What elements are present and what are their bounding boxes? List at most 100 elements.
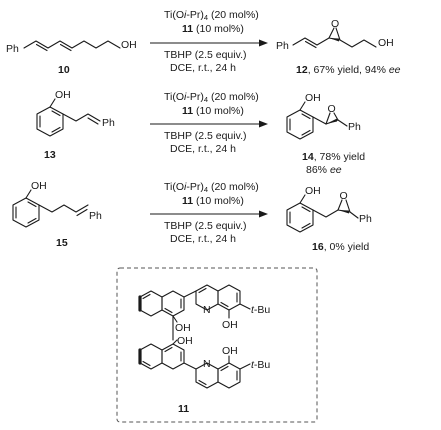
substrate-10-double-bond-2 [59, 43, 72, 52]
product-16-ring-db2 [301, 222, 311, 229]
ligand-11-structure: OH OH N OH t-Bu N OH t- [116, 267, 318, 423]
quinoline-bottom-db1 [198, 379, 207, 386]
oxidant-text-2: TBHP (2.5 equiv.) [164, 130, 246, 142]
quinoline-top-tbu: t-Bu [251, 304, 270, 316]
compound-label-10: 10 [58, 64, 70, 76]
substrate-13-oh-bond [49, 98, 56, 108]
product-16-ph-bond [349, 211, 359, 219]
product-16-epoxide-co1 [337, 199, 343, 211]
naphthol-top-oh: OH [175, 322, 191, 334]
reaction-2: OH Ph 13 Ti(Oi-Pr)4 (20 mol%) 11 (10 mol… [36, 89, 365, 176]
product-16-epoxide-o: O [340, 190, 348, 202]
substrate-15-benzene-ring [12, 197, 40, 228]
naphthalene-top-ring-b [161, 290, 185, 317]
product-12-ph: Ph [276, 40, 289, 52]
reaction-arrowhead-3 [259, 210, 268, 218]
product-14-epoxide-cc [325, 119, 339, 125]
compound-label-15: 15 [56, 237, 68, 249]
naphthalene-top-db1 [142, 293, 151, 300]
substrate-15-chain [38, 204, 89, 213]
naphthyl-quinoline-bond-bottom [183, 362, 197, 370]
reaction-3: OH Ph 15 Ti(Oi-Pr)4 (20 mol%) 11 (10 mol… [12, 180, 372, 253]
product-12-result: 12, 67% yield, 94% ee [296, 64, 401, 76]
substrate-15-double-bond [76, 208, 88, 217]
product-12-epoxide-co1 [328, 27, 335, 39]
product-12-tail [339, 39, 377, 48]
product-14-ring-db3 [301, 113, 311, 120]
substrate-10-ph: Ph [6, 43, 19, 55]
product-16-epoxide-co2 [345, 199, 351, 213]
solvent-text-2: DCE, r.t., 24 h [170, 143, 236, 155]
quinoline-top-n: N [203, 304, 211, 316]
product-14-ph: Ph [348, 121, 361, 133]
ligand-dashed-box [116, 267, 318, 423]
oxidant-text-3: TBHP (2.5 equiv.) [164, 220, 246, 232]
ligand-text-2: 11 (10 mol%) [182, 105, 244, 117]
compound-label-13: 13 [44, 149, 56, 161]
ligand-text-3: 11 (10 mol%) [182, 195, 244, 207]
substrate-15-oh-bond [25, 189, 32, 199]
naphthyl-quinoline-bond-top [183, 290, 197, 298]
product-14-epoxide-co1 [325, 112, 331, 125]
substrate-13-ph: Ph [102, 117, 115, 129]
product-16-benzene-ring [286, 202, 314, 233]
ligand-text-1: 11 (10 mol%) [182, 23, 244, 35]
reaction-1: Ph OH 10 Ti(Oi-Pr)4 (20 mol%) 11 (10 mol… [6, 9, 401, 76]
substrate-13-chain [62, 113, 101, 122]
solvent-text-3: DCE, r.t., 24 h [170, 233, 236, 245]
catalyst-text-1: Ti(Oi-Pr)4 (20 mol%) [164, 9, 259, 22]
naphthalene-bottom-db1 [142, 360, 151, 367]
naphthol-bottom-oh-bond [172, 339, 178, 345]
substrate-13-oh: OH [55, 89, 71, 101]
substrate-15-ring-db2 [27, 217, 37, 224]
product-16-oh: OH [305, 185, 321, 197]
product-16-epoxide-cc [337, 209, 351, 213]
quinoline-bottom-db2 [220, 365, 229, 372]
substrate-13-ring-db3 [51, 110, 61, 117]
product-14-ee: 86% ee [306, 164, 342, 176]
substrate-13-ring-db2 [51, 126, 61, 133]
quinoline-top-oh: OH [222, 319, 238, 331]
substrate-10-chain [23, 40, 121, 49]
product-14-epoxide-co2 [333, 112, 339, 121]
product-16-ph: Ph [359, 213, 372, 225]
substrate-13-double-bond [87, 117, 99, 125]
naphthol-top-oh-bond [172, 315, 178, 323]
product-14-benzene-ring [286, 109, 314, 140]
oxidant-text-1: TBHP (2.5 equiv.) [164, 49, 246, 61]
quinoline-bottom-tbu-bond [239, 363, 251, 370]
substrate-13-benzene-ring [36, 106, 64, 137]
product-16-oh-bond [299, 194, 306, 204]
product-14-oh-bond [299, 101, 306, 111]
substrate-15-ring-db3 [27, 201, 37, 208]
substrate-15-oh: OH [31, 180, 47, 192]
product-12-chain [292, 37, 330, 46]
product-12-double-bond [304, 40, 317, 49]
product-12-epoxide-co2 [335, 27, 341, 41]
naphthol-bottom-oh: OH [177, 335, 193, 347]
naphthalene-top-ring-a [139, 290, 163, 317]
catalyst-text-2: Ti(Oi-Pr)4 (20 mol%) [164, 91, 259, 104]
quinoline-bottom-tbu: t-Bu [251, 359, 270, 371]
naphthalene-bottom-db2 [164, 346, 173, 353]
quinoline-bottom-oh: OH [222, 345, 238, 357]
quinoline-top-tbu-bond [239, 303, 251, 310]
product-12-epoxide-o: O [331, 18, 339, 30]
naphthalene-top-db2 [164, 307, 173, 314]
product-14-ch2-bond [312, 116, 327, 125]
solvent-text-1: DCE, r.t., 24 h [170, 62, 236, 74]
product-12-oh: OH [378, 37, 394, 49]
quinoline-bottom-n: N [203, 358, 211, 370]
product-12-epoxide-cc [328, 37, 341, 41]
reaction-arrowhead-2 [259, 120, 268, 128]
compound-label-11: 11 [178, 403, 189, 415]
product-16-result: 16, 0% yield [312, 241, 369, 253]
reaction-arrowhead-1 [259, 39, 268, 47]
catalyst-text-3: Ti(Oi-Pr)4 (20 mol%) [164, 181, 259, 194]
product-14-result: 14, 78% yield [302, 151, 365, 163]
quinoline-top-db1 [198, 287, 207, 294]
quinoline-top-db2 [220, 301, 229, 308]
substrate-15-ph: Ph [89, 210, 102, 222]
substrate-10-double-bond-1 [35, 43, 48, 52]
